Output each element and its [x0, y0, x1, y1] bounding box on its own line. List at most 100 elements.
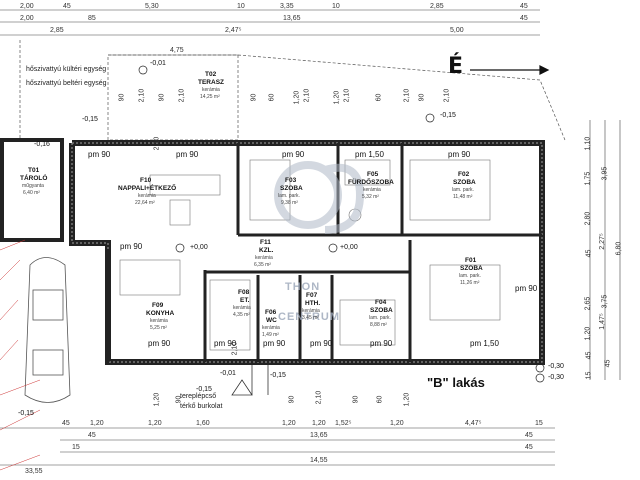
- window-label: pm 90: [448, 150, 471, 159]
- window-label: pm 90: [310, 339, 333, 348]
- room-code: F01: [465, 257, 477, 264]
- bottom-dim-r4: 33,55: [25, 468, 43, 475]
- opening-dim: 1,20: [333, 90, 341, 105]
- opening-dim: 2,10: [443, 88, 451, 103]
- right-dim2: 2,27⁵: [598, 233, 606, 250]
- bottom-dim: 1,52⁵: [335, 420, 352, 427]
- room-area: 1,49 m²: [262, 332, 279, 338]
- room-code: F11: [260, 239, 271, 246]
- room-name: NAPPALI+ÉTKEZŐ: [118, 185, 177, 192]
- bottom-dim: 1,20: [282, 420, 296, 427]
- room-area: 11,26 m²: [460, 280, 480, 286]
- opening-dim: 2,10: [315, 390, 323, 405]
- top-dim-r2-6: 45: [520, 15, 528, 22]
- bottom-dim-r3: 15: [72, 444, 80, 451]
- level-label: +0,00: [340, 244, 358, 251]
- level-label: +0,00: [190, 244, 208, 251]
- apartment-label: "B" lakás: [427, 375, 485, 390]
- level-label: -0,15: [18, 410, 34, 417]
- room-name: FÜRDŐSZOBA: [348, 179, 394, 186]
- level-markers: [138, 65, 545, 383]
- right-dim: 45: [585, 351, 593, 360]
- room-code: T01: [28, 167, 40, 174]
- room-code: F03: [285, 177, 297, 184]
- right-dim: 45: [585, 249, 593, 258]
- opening-dim: 2,10: [138, 88, 146, 103]
- level-label: -0,01: [150, 60, 166, 67]
- room-area: 14,25 m²: [200, 94, 220, 100]
- room-code: F07: [306, 292, 318, 299]
- right-dim2: 6,80: [615, 241, 623, 256]
- opening-dim: 90: [175, 395, 183, 404]
- room-finish: lam. park.: [452, 187, 474, 193]
- note-steps: tereplépcső: [180, 393, 217, 400]
- bottom-dim: 1,20: [148, 420, 162, 427]
- opening-dim: 60: [376, 395, 384, 404]
- room-finish: kerámia: [150, 318, 168, 324]
- bottom-dim: 45: [62, 420, 70, 427]
- window-label: pm 90: [148, 339, 171, 348]
- room-code: F09: [152, 302, 164, 309]
- entrance-steps: [231, 365, 269, 396]
- level-label: -0,16: [34, 141, 50, 148]
- room-name: SZOBA: [460, 265, 483, 272]
- watermark-line1: THON: [285, 281, 321, 293]
- building-walls: [69, 140, 545, 365]
- top-dim-7: 2,85: [430, 3, 444, 10]
- right-dim2: 45: [604, 359, 612, 368]
- level-label: -0,15: [196, 386, 212, 393]
- level-label: -0,15: [440, 112, 456, 119]
- wall-hatch: [71, 142, 543, 363]
- room-name: ET.: [240, 297, 250, 304]
- level-label: -0,30: [548, 374, 564, 381]
- room-area: 4,35 m²: [233, 312, 250, 318]
- room-area: 5,25 m²: [150, 325, 167, 331]
- level-label: -0,15: [270, 372, 286, 379]
- top-dim-r2-1: 2,00: [20, 15, 34, 22]
- room-area: 6,35 m²: [254, 262, 271, 268]
- site-boundary-hatch: [0, 239, 41, 471]
- window-label: pm 90: [176, 150, 199, 159]
- note-paving: térkő burkolat: [180, 403, 223, 410]
- top-dim-r2-4: 13,65: [283, 15, 301, 22]
- room-code: F10: [140, 177, 152, 184]
- bottom-dim: 1,20: [312, 420, 326, 427]
- top-dim-3: 5,30: [145, 3, 159, 10]
- top-dim-r3-1: 2,85: [50, 27, 64, 34]
- top-dim-8: 45: [520, 3, 528, 10]
- car-sketch: [24, 257, 71, 403]
- room-name: KZL.: [259, 247, 274, 254]
- top-dim-4: 10: [237, 3, 245, 10]
- room-finish: műgyanta: [22, 183, 44, 189]
- watermark-line2: CENTRUM: [278, 311, 340, 323]
- top-dim-r3-2: 4,75: [170, 47, 184, 54]
- room-area: 8,88 m²: [370, 322, 387, 328]
- room-finish: lam. park.: [278, 193, 300, 199]
- room-name: KONYHA: [146, 310, 175, 317]
- opening-dim: 1,20: [403, 392, 411, 407]
- storage-walls: [0, 138, 64, 242]
- bottom-dim-r3: 45: [525, 444, 533, 451]
- right-dim: 15: [585, 371, 593, 380]
- note-inner-unit: hőszivattyú beltéri egység: [26, 80, 107, 87]
- right-dim: 1,75: [584, 171, 592, 186]
- opening-dim: 60: [375, 93, 383, 102]
- room-finish: kerámia: [255, 255, 273, 261]
- room-area: 9,38 m²: [281, 200, 298, 206]
- level-label: -0,30: [548, 363, 564, 370]
- window-label: pm 1,50: [355, 150, 384, 159]
- room-area: 22,64 m²: [135, 200, 155, 206]
- right-dim: 2,65: [584, 296, 592, 311]
- room-area: 3,45 m²: [302, 315, 319, 321]
- bottom-dim: 15: [535, 420, 543, 427]
- bottom-dim-r2: 13,65: [310, 432, 328, 439]
- bottom-dim-r2: 45: [525, 432, 533, 439]
- room-code: F08: [238, 289, 250, 296]
- top-dim-r2-2: 85: [88, 15, 96, 22]
- right-dim2: 3,95: [601, 166, 609, 181]
- window-label: pm 90: [88, 150, 111, 159]
- opening-dim: 2,10: [178, 88, 186, 103]
- bottom-dim-r2: 45: [88, 432, 96, 439]
- room-name: SZOBA: [370, 307, 393, 314]
